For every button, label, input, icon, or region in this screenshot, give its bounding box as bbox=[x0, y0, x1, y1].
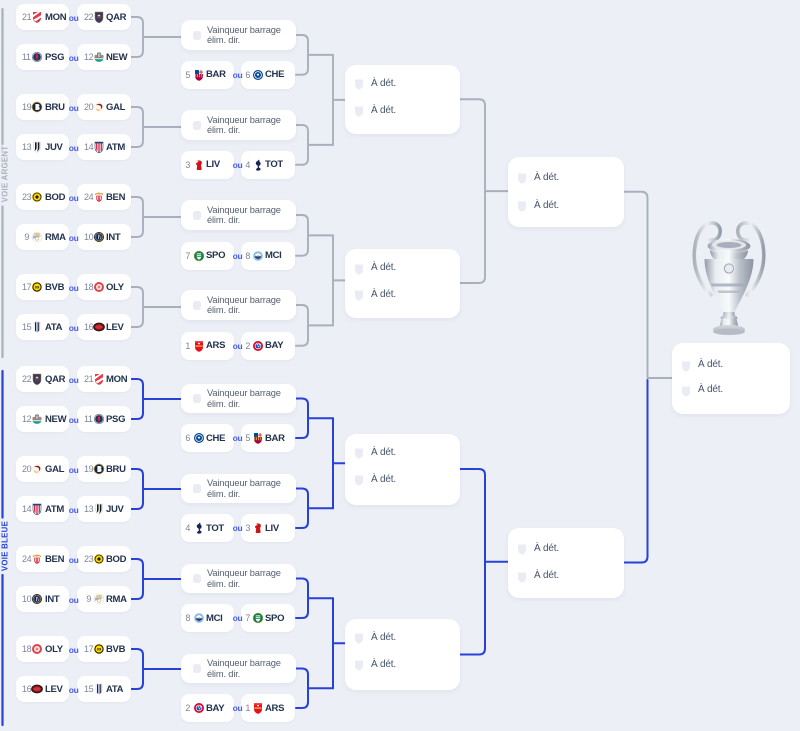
svg-text:09: 09 bbox=[35, 285, 40, 290]
svg-text:09: 09 bbox=[97, 647, 102, 652]
